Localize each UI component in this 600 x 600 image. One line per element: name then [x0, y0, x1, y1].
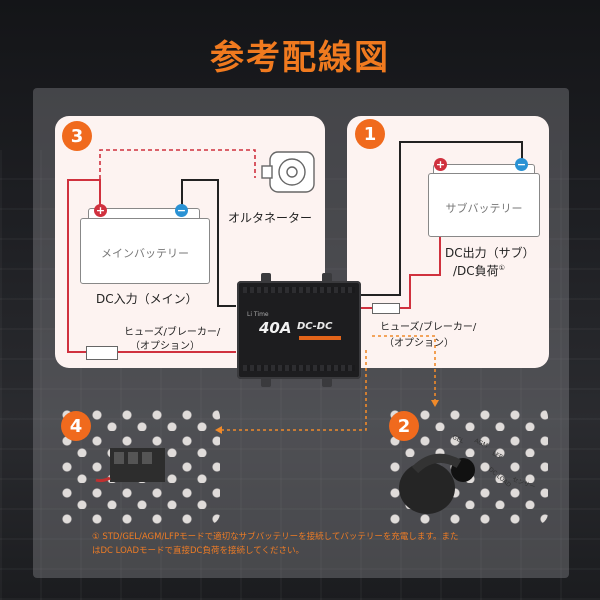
device-brand: Li Time — [247, 311, 269, 318]
sub-battery-label: サブバッテリー — [445, 202, 523, 215]
note-mark: ① — [498, 264, 505, 272]
main-battery: メインバッテリー — [80, 218, 210, 284]
main-battery-label: メインバッテリー — [101, 247, 189, 260]
device-model: 40A — [259, 319, 292, 337]
sub-battery-negative-wire — [360, 141, 523, 296]
device-mount-ear-bottom — [261, 377, 271, 387]
panel-sub-battery-wiring — [347, 116, 549, 368]
main-battery-negative-to-device-wire — [181, 179, 236, 307]
fuse-label-sub-2: （オプション） — [384, 338, 454, 349]
callout-line-to-panel4 — [220, 350, 367, 431]
callout-line-to-panel2 — [372, 335, 436, 405]
footnote-line-1: ① STD/GEL/AGM/LFPモードで適切なサブバッテリーを接続してバッテリ… — [92, 532, 459, 542]
fuse-label-main-1: ヒューズ/ブレーカー/ — [124, 327, 221, 338]
step-badge-4: 4 — [61, 411, 91, 441]
dc-output-label-2: /DC負荷① — [453, 262, 505, 279]
hand-turning-knob-photo — [399, 453, 475, 514]
arrowhead-panel2 — [431, 400, 439, 407]
device-mount-ear-top — [261, 273, 271, 283]
device-type: DC-DC — [297, 321, 333, 332]
footnote-line-2: はDC LOADモードで直接DC負荷を接続してください。 — [92, 546, 304, 556]
device-mount-ear-top-right — [322, 273, 332, 283]
step-badge-3: 3 — [62, 121, 92, 151]
device-mount-ear-bottom-right — [322, 377, 332, 387]
dc-input-label: DC入力（メイン） — [96, 292, 198, 306]
dc-output-label-1: DC出力（サブ） — [445, 246, 535, 260]
dc-dc-charger: Li Time 40A DC-DC — [237, 281, 361, 379]
step-badge-2: 2 — [389, 411, 419, 441]
alternator-icon — [261, 151, 315, 193]
fuse-label-main-2: （オプション） — [130, 341, 200, 352]
fuse-icon — [86, 346, 118, 360]
dc-output-label-2-text: /DC負荷 — [453, 264, 499, 278]
main-battery-top — [88, 208, 200, 219]
main-battery-negative-terminal: − — [175, 204, 188, 217]
sub-battery-top — [433, 164, 535, 175]
device-terminal-photo — [95, 448, 165, 483]
fuse-label-sub-1: ヒューズ/ブレーカー/ — [380, 322, 477, 333]
step-badge-1: 1 — [355, 119, 385, 149]
device-accent-stripe — [299, 336, 341, 340]
main-battery-positive-terminal: + — [94, 204, 107, 217]
arrowhead-panel4 — [215, 426, 222, 434]
device-vent-bottom — [243, 365, 355, 371]
page-title: 参考配線図 — [210, 38, 390, 78]
device-vent-top — [243, 287, 355, 293]
footnote: ① STD/GEL/AGM/LFPモードで適切なサブバッテリーを接続してバッテリ… — [92, 530, 512, 558]
sub-battery-positive-terminal: + — [434, 158, 447, 171]
alternator-label: オルタネーター — [228, 211, 313, 225]
alternator-dashed-link — [99, 149, 256, 207]
sub-battery-negative-terminal: − — [515, 158, 528, 171]
fuse-icon-sub — [372, 303, 400, 314]
sub-battery: サブバッテリー — [428, 173, 540, 237]
